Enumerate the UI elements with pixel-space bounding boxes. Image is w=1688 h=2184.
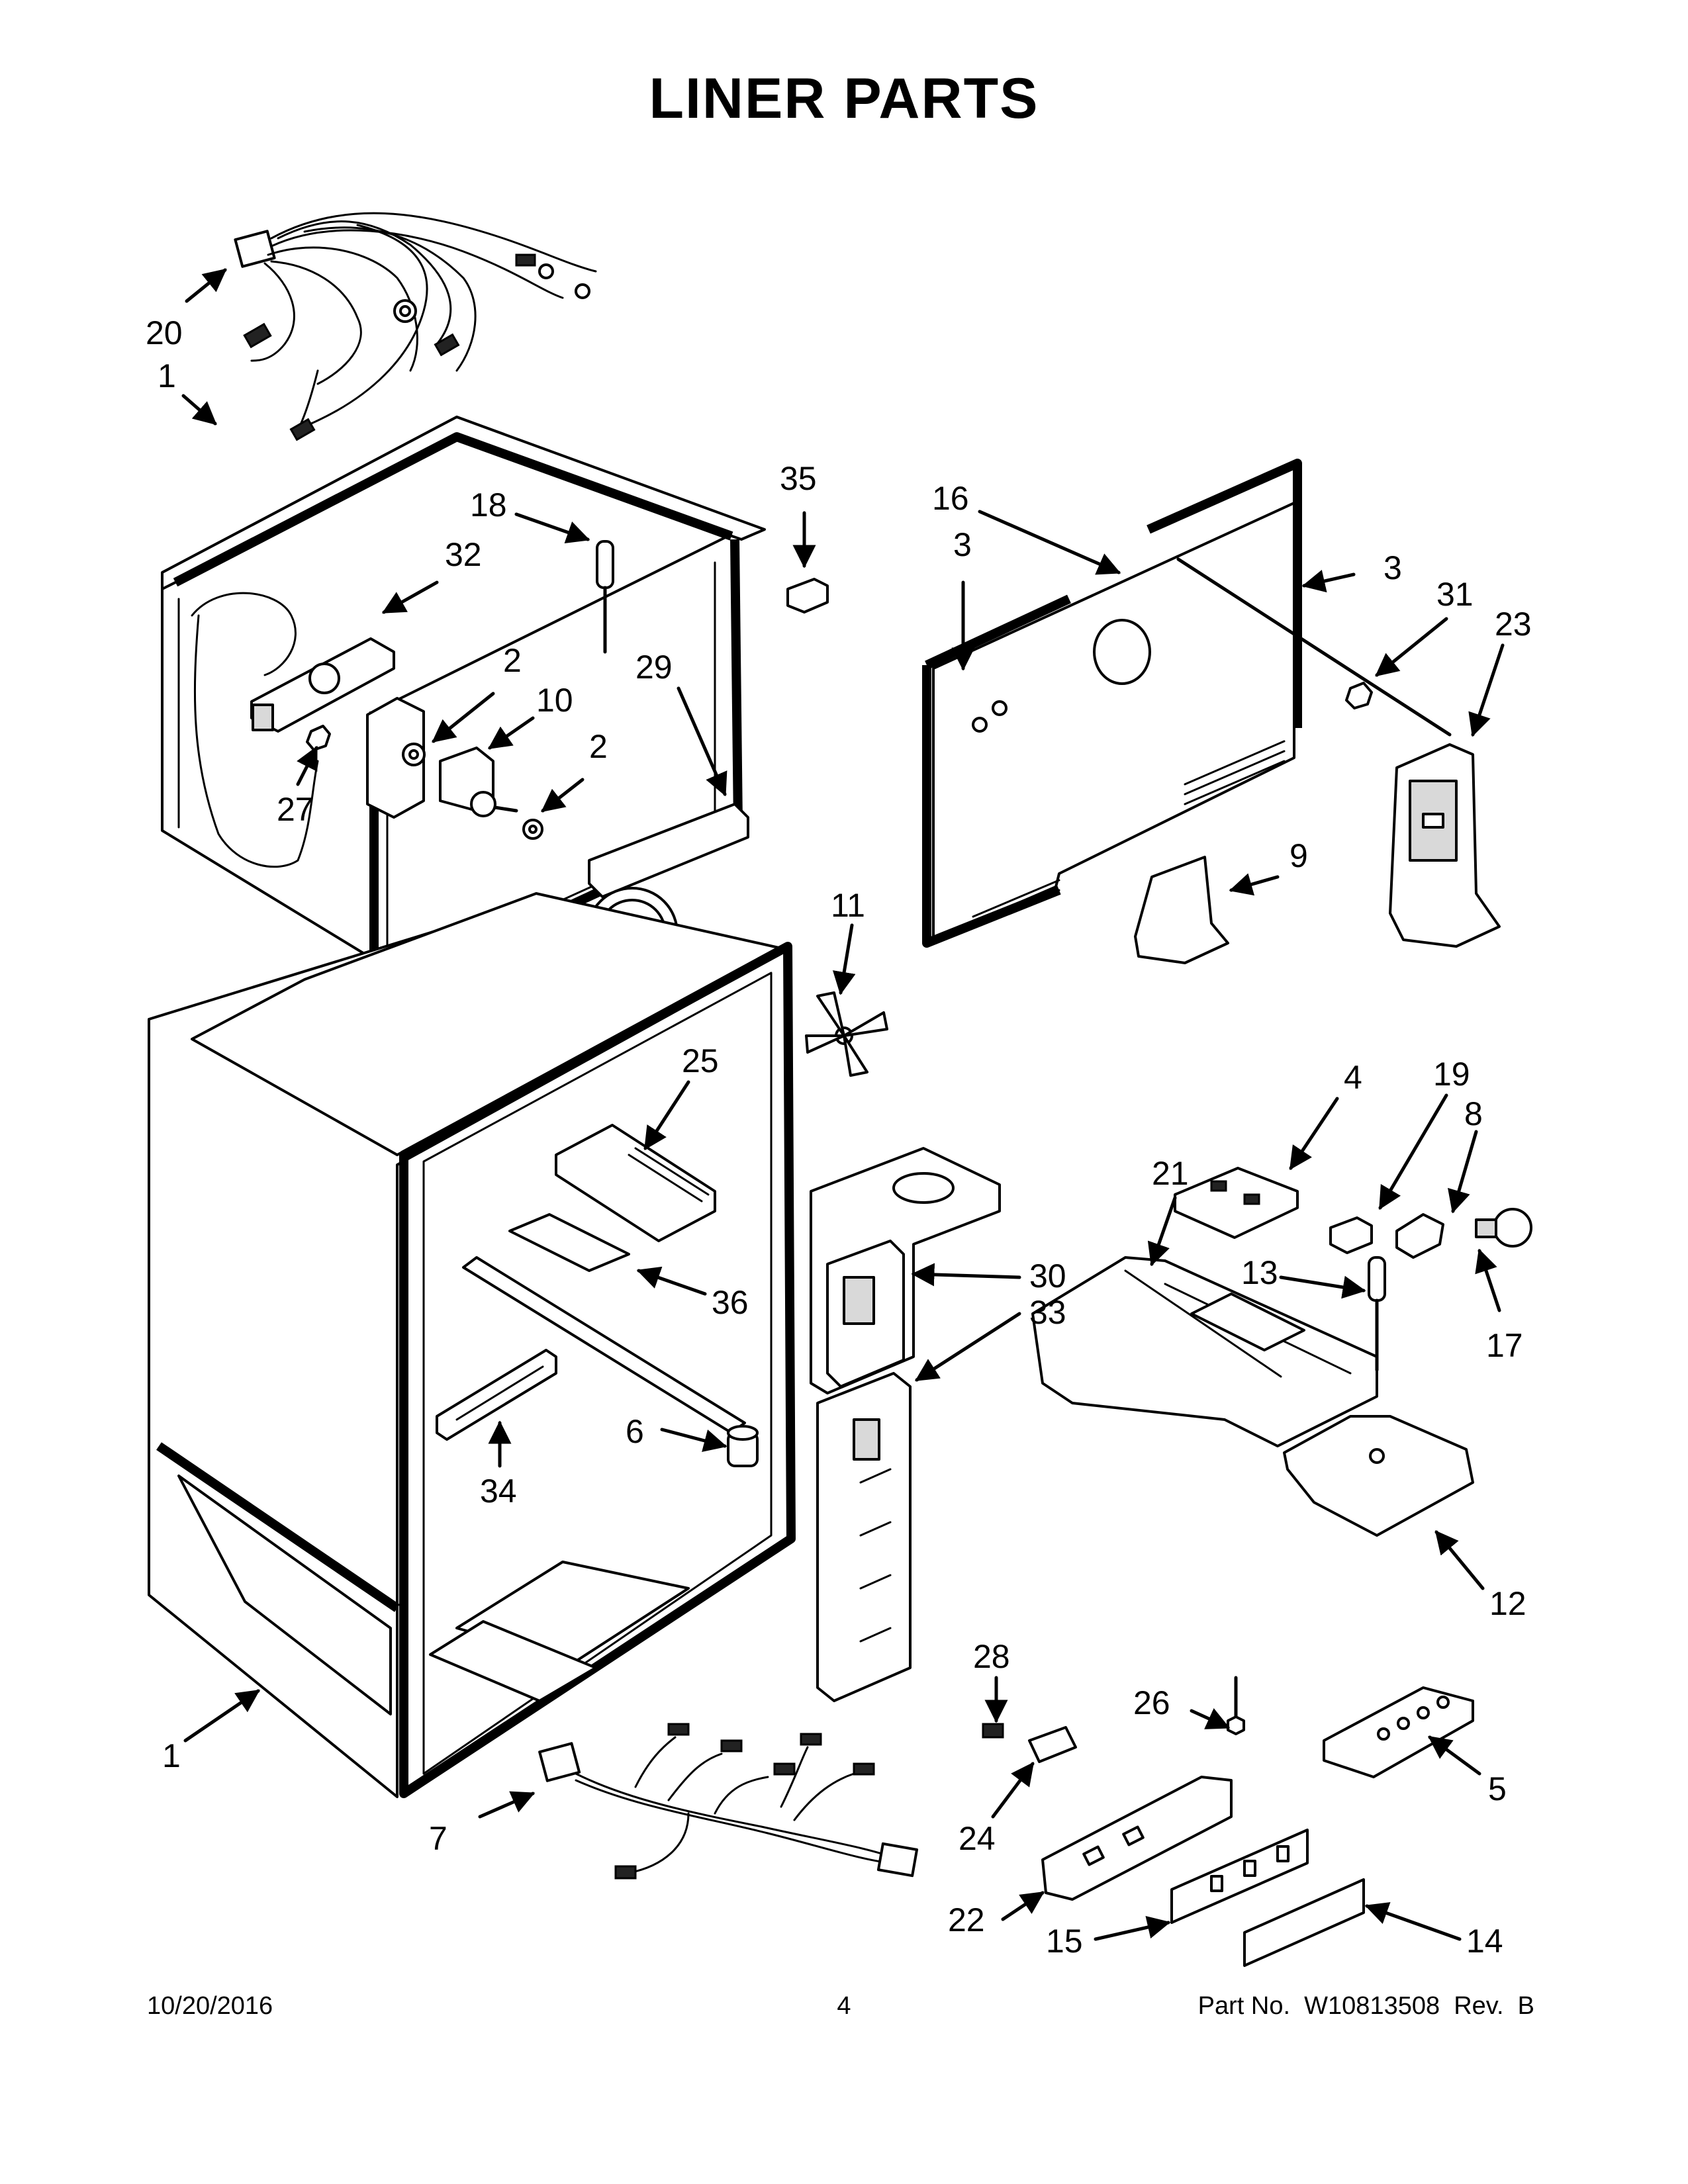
- part-7-wire-harness: [538, 1723, 919, 1880]
- part-35-clip: [786, 578, 829, 614]
- callout-31: 31: [1436, 576, 1474, 613]
- part-6-plug: [727, 1425, 759, 1467]
- callout-10: 10: [536, 682, 573, 719]
- callout-19: 19: [1433, 1056, 1470, 1093]
- part-14-overlay: [1243, 1878, 1365, 1967]
- part-26-screw: [1227, 1676, 1245, 1735]
- part-23-duct: [1389, 743, 1501, 948]
- footer-date: 10/20/2016: [147, 1992, 273, 2020]
- callout-11: 11: [831, 887, 865, 924]
- callout-5: 5: [1488, 1770, 1507, 1807]
- callout-34: 34: [480, 1473, 517, 1510]
- part-28-clip: [982, 1723, 1004, 1739]
- callout-12: 12: [1489, 1585, 1526, 1622]
- part-25-cover: [555, 1124, 716, 1242]
- callout-29: 29: [635, 649, 673, 686]
- part-27-screw: [306, 725, 331, 751]
- callout-2: 2: [589, 728, 608, 765]
- part-18-sensor: [596, 540, 614, 654]
- part-1-fresh-food-liner: [148, 892, 796, 1798]
- part-16-evaporator-cover: [922, 459, 1302, 948]
- part-4-control-board: [1174, 1167, 1299, 1239]
- part-12-housing: [1283, 1415, 1474, 1537]
- footer-page-number: 4: [837, 1992, 851, 2020]
- page-title: LINER PARTS: [649, 67, 1039, 130]
- callout-2: 2: [503, 642, 522, 679]
- callout-21: 21: [1152, 1155, 1189, 1192]
- callout-4: 4: [1344, 1059, 1362, 1096]
- part-21-cover-frame: [1031, 1256, 1378, 1447]
- part-13-sensor: [1368, 1256, 1386, 1372]
- part-15-overlay: [1170, 1829, 1309, 1924]
- callout-32: 32: [445, 536, 482, 573]
- part-22-control-panel: [1041, 1776, 1233, 1901]
- callout-25: 25: [682, 1042, 719, 1079]
- callout-3: 3: [953, 526, 972, 563]
- callout-27: 27: [277, 791, 314, 828]
- part-31-screw: [1345, 682, 1373, 709]
- callout-26: 26: [1133, 1684, 1170, 1721]
- callout-24: 24: [959, 1820, 996, 1857]
- callout-36: 36: [712, 1284, 749, 1321]
- callout-6: 6: [626, 1413, 644, 1450]
- callout-7: 7: [429, 1820, 447, 1857]
- part-10-control: [439, 747, 518, 817]
- callout-15: 15: [1046, 1923, 1083, 1960]
- part-9-duct: [1134, 856, 1229, 964]
- callout-17: 17: [1486, 1327, 1523, 1364]
- callout-8: 8: [1464, 1095, 1483, 1132]
- part-24-label: [1028, 1726, 1077, 1763]
- callout-16: 16: [932, 480, 969, 517]
- part-19-clip: [1329, 1216, 1373, 1254]
- part-33-air-tower: [816, 1372, 912, 1702]
- part-2-grommet-upper: [402, 743, 426, 766]
- callout-3: 3: [1383, 549, 1402, 586]
- part-17-bulb: [1475, 1208, 1532, 1248]
- callout-1: 1: [158, 357, 176, 394]
- callout-14: 14: [1466, 1923, 1503, 1960]
- callout-20: 20: [146, 314, 183, 351]
- part-8-socket: [1395, 1213, 1444, 1259]
- callout-22: 22: [948, 1901, 985, 1938]
- callout-13: 13: [1241, 1254, 1278, 1291]
- part-34-crisper-rail: [436, 1349, 557, 1441]
- callout-28: 28: [973, 1638, 1010, 1675]
- part-20-wire-harness: [234, 212, 597, 441]
- callout-1: 1: [162, 1737, 181, 1774]
- part-2-grommet-lower: [522, 819, 543, 840]
- callout-30: 30: [1029, 1257, 1066, 1295]
- callout-35: 35: [780, 460, 817, 497]
- part-5-ui-board: [1323, 1686, 1474, 1778]
- callout-9: 9: [1289, 837, 1308, 874]
- callout-18: 18: [470, 486, 507, 523]
- part-30-control-housing: [810, 1147, 1001, 1394]
- leader-lines: [181, 268, 1505, 1941]
- part-11-fan-blade: [805, 991, 888, 1077]
- callout-23: 23: [1495, 606, 1532, 643]
- part-32-bracket: [250, 637, 395, 733]
- part-36-shelf-support: [462, 1213, 746, 1434]
- callout-33: 33: [1029, 1294, 1066, 1331]
- callout-labels: 20 1 18 35 16 32 3 3 31 23 2 29 10 2 27 …: [146, 314, 1532, 1960]
- footer-part-number: Part No. W10813508 Rev. B: [1197, 1992, 1534, 2020]
